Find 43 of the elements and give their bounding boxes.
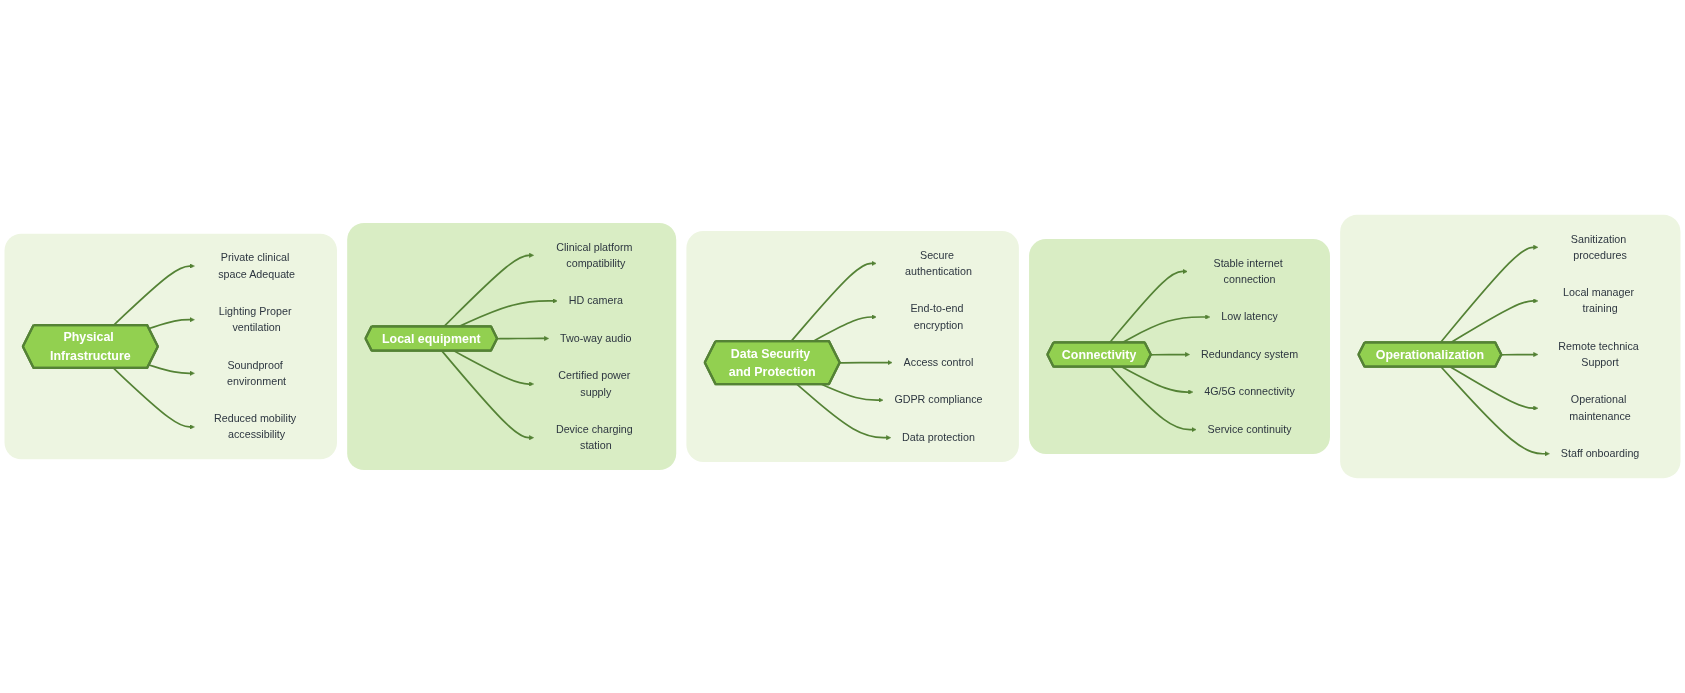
node-text: GDPR compliance	[894, 393, 983, 406]
node-text: Soundproof environment	[227, 358, 287, 387]
arrow	[1500, 352, 1539, 358]
arrow	[1449, 366, 1539, 411]
node-text: Two-way audio	[560, 332, 632, 344]
arrow	[148, 364, 195, 376]
arrow	[796, 383, 892, 441]
node-text: Clinical platform compatibility	[556, 240, 633, 269]
cluster	[1340, 214, 1681, 479]
node-text: Secure authentication	[905, 249, 972, 277]
cluster	[1029, 239, 1330, 454]
node-text: Device charging station	[555, 423, 633, 452]
node-text: Sanitization procedures	[1570, 232, 1627, 261]
node-text: Stable internet connection	[1213, 257, 1283, 285]
arrow	[1109, 366, 1197, 433]
node-text: Access control	[903, 356, 974, 369]
cluster	[4, 233, 337, 460]
arrow	[112, 367, 195, 430]
node-text: Certified power supply	[558, 369, 631, 398]
arrow	[1440, 366, 1550, 457]
node-text: End-to-end encryption	[910, 302, 964, 331]
node-text: Reduced mobility accessibility	[213, 412, 297, 441]
node-text: Low latency	[1221, 310, 1278, 323]
node-text: Lighting Proper ventilation	[218, 305, 292, 334]
node-text: HD camera	[568, 294, 623, 307]
arrow	[1150, 352, 1190, 358]
node-text: Local manager training	[1563, 286, 1635, 315]
node-text: Redundancy system	[1200, 348, 1299, 361]
arrow	[441, 350, 534, 441]
node-text: 4G/5G connectivity	[1204, 385, 1295, 398]
node-text: Private clinical space Adequate	[218, 251, 296, 280]
node-text: Staff onboarding	[1560, 447, 1640, 460]
node-text: Service continuity	[1207, 423, 1292, 436]
node-text: Operational maintenance	[1569, 393, 1631, 422]
arrow	[1121, 366, 1194, 395]
arrow	[148, 317, 195, 330]
arrow	[496, 335, 549, 341]
arrow	[839, 360, 893, 366]
cluster	[347, 222, 677, 471]
cluster	[686, 230, 1019, 463]
node-text: Data protection	[902, 431, 975, 444]
node-text: Remote technica Support	[1558, 340, 1639, 369]
arrow	[453, 350, 534, 387]
